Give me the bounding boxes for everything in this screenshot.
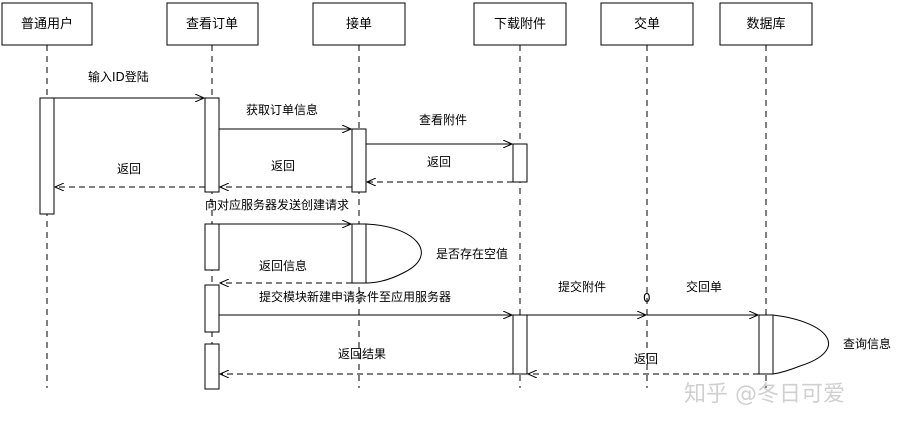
participant-label: 数据库 [746, 16, 785, 32]
activations [39, 97, 774, 390]
msg-login-label: 输入ID登陆 [88, 69, 149, 84]
participant-deliver: 交单 [600, 2, 694, 46]
msg-return-c-label: 返回 [117, 162, 141, 176]
participant-database: 数据库 [719, 2, 813, 46]
msg-return-d-label: 返回 [634, 352, 658, 366]
msg-return-info-label: 返回信息 [259, 258, 307, 273]
activation-user [39, 97, 55, 215]
msg-query-info-label: 查询信息 [843, 336, 891, 351]
activation-view-3 [204, 284, 220, 333]
activation-accept-2 [351, 223, 367, 284]
participant-label: 接单 [346, 16, 372, 32]
lifelines [46, 45, 767, 388]
msg-create-request-label: 向对应服务器发送创建请求 [205, 197, 349, 212]
participant-label: 交单 [634, 16, 660, 32]
messages [54, 98, 759, 374]
msg-fetch-order-label: 获取订单信息 [246, 102, 318, 117]
msg-view-attachment-label: 查看附件 [419, 113, 467, 127]
participant-label: 下载附件 [494, 17, 546, 32]
msg-return-b-label: 返回 [271, 159, 295, 173]
activation-database [758, 314, 774, 375]
participant-label: 查看订单 [186, 16, 238, 32]
participant-user: 普通用户 [1, 2, 93, 46]
activation-view-1 [204, 97, 220, 193]
activation-download-2 [512, 314, 528, 375]
self-call-query-info [772, 314, 829, 375]
participant-view-order: 查看订单 [166, 2, 259, 46]
watermark: 知乎 @冬日可爱 [684, 382, 845, 407]
stray-mark: 0 [643, 291, 651, 305]
participant-accept: 接单 [312, 2, 406, 46]
participant-label: 普通用户 [21, 16, 73, 32]
msg-deliver-order-label: 交回单 [686, 279, 722, 294]
msg-return-result-label: 返回结果 [338, 347, 386, 361]
msg-submit-attachment-label: 提交附件 [558, 279, 606, 294]
activation-view-4 [204, 343, 220, 390]
activation-view-2 [204, 223, 220, 271]
activation-download-1 [512, 143, 528, 183]
msg-check-empty-label: 是否存在空值 [436, 246, 508, 261]
msg-return-a-label: 返回 [427, 155, 451, 169]
activation-accept-1 [351, 128, 367, 193]
self-call-check-empty [365, 223, 422, 284]
msg-submit-new-label: 提交模块新建申请条件至应用服务器 [259, 289, 451, 304]
participant-download: 下载附件 [473, 2, 567, 46]
